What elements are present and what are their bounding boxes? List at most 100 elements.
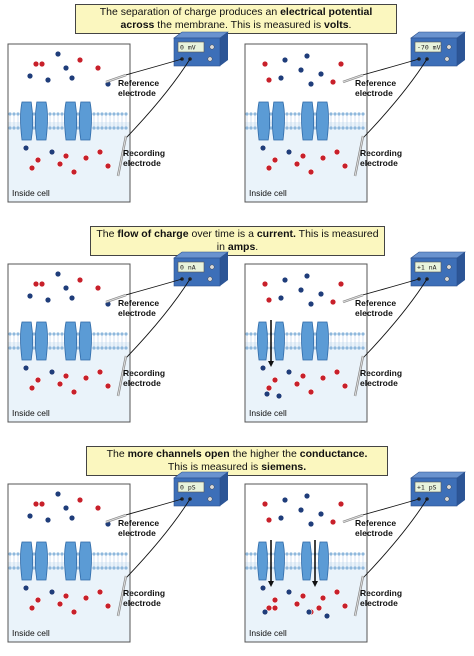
lipid-head [48, 112, 52, 116]
lipid-head [32, 126, 36, 130]
ion-cluster [259, 492, 349, 620]
lipid-head [12, 126, 16, 130]
anion-ion [68, 74, 76, 82]
lipid-head [16, 112, 20, 116]
ion-channel [301, 101, 329, 141]
cation-ion [333, 148, 341, 156]
banner-conductance: The more channels open the higher the co… [86, 446, 388, 476]
lipid-head [60, 332, 64, 336]
lipid-head [337, 332, 341, 336]
lipid-head [32, 346, 36, 350]
lipid-head [333, 112, 337, 116]
anion-ion [275, 392, 283, 400]
lipid-head [12, 346, 16, 350]
meter-top [410, 31, 466, 39]
cation-ion [271, 156, 279, 164]
recording-electrode-glass [117, 355, 127, 397]
meter-knob [207, 496, 213, 502]
lipid-head [108, 332, 112, 336]
recording-electrode-glass [354, 575, 364, 617]
lipid-head [52, 552, 56, 556]
lipid-head [289, 126, 293, 130]
lipid-head [112, 552, 116, 556]
lipid-head [245, 126, 249, 130]
meter-knob [209, 44, 215, 50]
recording-label: electrode [123, 378, 161, 388]
reference-label: Reference [118, 78, 159, 88]
cation-ion [76, 276, 84, 284]
lipid-head [249, 566, 253, 570]
lipid-head [116, 346, 120, 350]
anion-ion [48, 588, 56, 596]
cation-ion [94, 64, 102, 72]
lipid-head [104, 126, 108, 130]
lipid-head [76, 112, 80, 116]
lipid-head [100, 332, 104, 336]
lipid-head [289, 112, 293, 116]
cation-ion [82, 374, 90, 382]
lipid-head [124, 566, 128, 570]
cation-ion [62, 152, 70, 160]
lipid-head [104, 112, 108, 116]
lipid-head [8, 552, 12, 556]
cation-ion [70, 608, 78, 616]
lipid-head [8, 346, 12, 350]
lipid-head [120, 126, 124, 130]
lipid-head [112, 332, 116, 336]
cell-panel: Inside cell+1 nAReferenceelectrodeRecord… [244, 251, 466, 423]
anion-ion [277, 74, 285, 82]
cation-ion [333, 368, 341, 376]
lipid-head [76, 126, 80, 130]
lipid-head [116, 332, 120, 336]
meter-side [220, 32, 228, 66]
reference-electrode-glass [105, 514, 127, 523]
channel-subunit [301, 321, 315, 361]
cation-ion [265, 164, 273, 172]
meter-display [414, 481, 442, 493]
lipid-head [76, 332, 80, 336]
cation-ion [271, 604, 279, 612]
lipid-head [56, 552, 60, 556]
channel-subunit [257, 101, 271, 141]
meter-reading: +1 pS [417, 484, 437, 492]
banner-voltage: The separation of charge produces an ele… [75, 4, 397, 34]
lipid-head [92, 346, 96, 350]
ion-channel [257, 540, 285, 587]
lipid-head [32, 566, 36, 570]
anion-ion [62, 64, 70, 72]
lipid-head [92, 566, 96, 570]
cation-ion [319, 374, 327, 382]
cation-ion [82, 594, 90, 602]
lipid-head [349, 126, 353, 130]
anion-ion [26, 512, 34, 520]
recording-label: Recording [360, 368, 402, 378]
lipid-head [245, 332, 249, 336]
lipid-head [349, 566, 353, 570]
anion-ion [54, 50, 62, 58]
lipid-head [120, 552, 124, 556]
lipid-head [313, 112, 317, 116]
recording-label: Recording [123, 368, 165, 378]
lipid-head [349, 112, 353, 116]
lipid-head [52, 566, 56, 570]
lipid-head [249, 332, 253, 336]
channel-subunit [271, 101, 285, 141]
anion-ion [281, 496, 289, 504]
lipid-head [297, 552, 301, 556]
cation-ion [32, 60, 40, 68]
meter-knob [446, 264, 452, 270]
channel-subunit [78, 321, 92, 361]
meter-reading: +1 nA [417, 264, 437, 272]
reference-wire [358, 58, 420, 77]
ion-channel [20, 321, 48, 361]
lipid-head [92, 126, 96, 130]
ion-channel [64, 101, 92, 141]
anion-ion [305, 608, 313, 616]
lipid-head [253, 346, 257, 350]
cation-ion [34, 156, 42, 164]
lipid-head [329, 126, 333, 130]
lipid-head [48, 126, 52, 130]
ion-cluster [22, 490, 112, 616]
lipid-head [16, 552, 20, 556]
ion-channel [20, 541, 48, 581]
